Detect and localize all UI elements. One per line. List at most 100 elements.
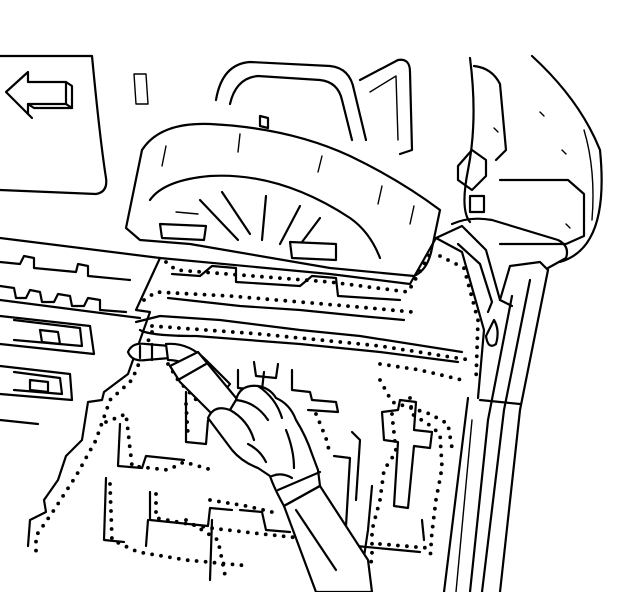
- weld-dot: [228, 528, 232, 533]
- weld-dot: [367, 285, 372, 289]
- gloved-hand-icon: [206, 384, 374, 592]
- weld-dot: [413, 277, 418, 281]
- weld-dot: [379, 489, 384, 493]
- weld-dot: [422, 545, 427, 550]
- weld-dot: [395, 364, 400, 369]
- weld-dot: [166, 290, 171, 295]
- weld-dot: [75, 471, 80, 475]
- weld-dot: [224, 272, 228, 276]
- weld-dot: [370, 532, 374, 537]
- weld-dot: [132, 371, 137, 376]
- weld-dot: [159, 324, 163, 329]
- weld-dot: [263, 532, 268, 537]
- weld-dot: [84, 455, 89, 460]
- weld-dot: [378, 498, 382, 502]
- weld-dot: [109, 518, 114, 522]
- weld-dot: [386, 393, 391, 398]
- weld-dot: [430, 524, 435, 529]
- weld-dot: [364, 305, 368, 310]
- weld-dot: [154, 492, 158, 496]
- weld-dot: [295, 277, 300, 282]
- weld-dot: [405, 544, 409, 549]
- weld-dot: [221, 562, 225, 567]
- weld-dot: [51, 509, 56, 513]
- weld-dot: [242, 273, 246, 278]
- weld-dot: [436, 353, 441, 357]
- weld-dot: [184, 518, 188, 522]
- weld-dot: [373, 306, 377, 311]
- weld-dot: [408, 396, 412, 400]
- weld-dot: [203, 559, 208, 564]
- weld-dot: [150, 324, 154, 328]
- weld-dot: [321, 428, 325, 433]
- weld-dot: [469, 292, 473, 297]
- weld-dot: [194, 559, 199, 563]
- weld-dot: [274, 298, 279, 302]
- weld-dot: [358, 284, 363, 288]
- weld-dot: [426, 411, 431, 416]
- weld-dot: [229, 294, 234, 298]
- weld-dot: [418, 269, 422, 274]
- weld-dot: [317, 420, 322, 425]
- weld-dot: [108, 491, 113, 495]
- weld-dot: [197, 269, 202, 274]
- weld-dot: [393, 447, 398, 452]
- weld-dot: [195, 327, 199, 332]
- weld-dot: [34, 548, 38, 553]
- weld-dot: [411, 413, 416, 417]
- weld-dot: [243, 504, 248, 508]
- weld-dot: [474, 354, 479, 359]
- weld-dot: [193, 292, 198, 296]
- weld-dot: [378, 362, 382, 366]
- weld-dot: [157, 290, 162, 295]
- side-rail: [434, 224, 550, 592]
- weld-dot: [403, 289, 407, 294]
- weld-dot: [150, 552, 155, 557]
- weld-dot: [188, 462, 193, 466]
- weld-dot: [409, 284, 413, 289]
- weld-dot: [283, 298, 288, 303]
- weld-dot: [176, 556, 181, 561]
- weld-dot: [409, 349, 414, 353]
- weld-dot: [166, 362, 170, 366]
- weld-dot: [154, 501, 158, 505]
- weld-dot: [355, 305, 359, 309]
- weld-dot: [385, 463, 390, 467]
- weld-dot: [382, 386, 387, 390]
- weld-dot: [378, 378, 382, 382]
- weld-dot: [150, 330, 154, 334]
- weld-dot: [230, 562, 235, 567]
- weld-dot: [104, 420, 108, 424]
- weld-dot: [128, 453, 133, 458]
- weld-dot: [293, 335, 298, 340]
- weld-dot: [392, 439, 397, 443]
- weld-dot: [310, 301, 315, 305]
- weld-dot: [125, 426, 130, 431]
- weld-dot: [314, 412, 318, 416]
- weld-dot: [311, 337, 316, 342]
- weld-dot: [438, 435, 443, 440]
- weld-dot: [168, 555, 172, 560]
- weld-dot: [34, 539, 38, 544]
- weld-dot: [257, 332, 262, 336]
- weld-dot: [124, 417, 129, 422]
- weld-dot: [127, 444, 132, 449]
- weld-dot: [269, 275, 273, 280]
- weld-dot: [254, 531, 259, 536]
- weld-dot: [383, 344, 387, 349]
- weld-dot: [184, 402, 188, 406]
- quarter-panel: [450, 54, 603, 270]
- weld-dot: [471, 301, 476, 305]
- weld-dot: [304, 278, 309, 283]
- upper-left-panel: [0, 54, 149, 196]
- weld-dot: [165, 518, 170, 523]
- weld-dot: [122, 385, 126, 390]
- weld-dot: [115, 391, 120, 396]
- weld-dot: [183, 521, 188, 526]
- weld-dot: [390, 455, 395, 460]
- weld-dot: [124, 544, 129, 549]
- weld-dot: [475, 336, 480, 341]
- weld-dot: [475, 327, 480, 332]
- weld-dot: [474, 372, 479, 377]
- weld-dot: [201, 524, 206, 529]
